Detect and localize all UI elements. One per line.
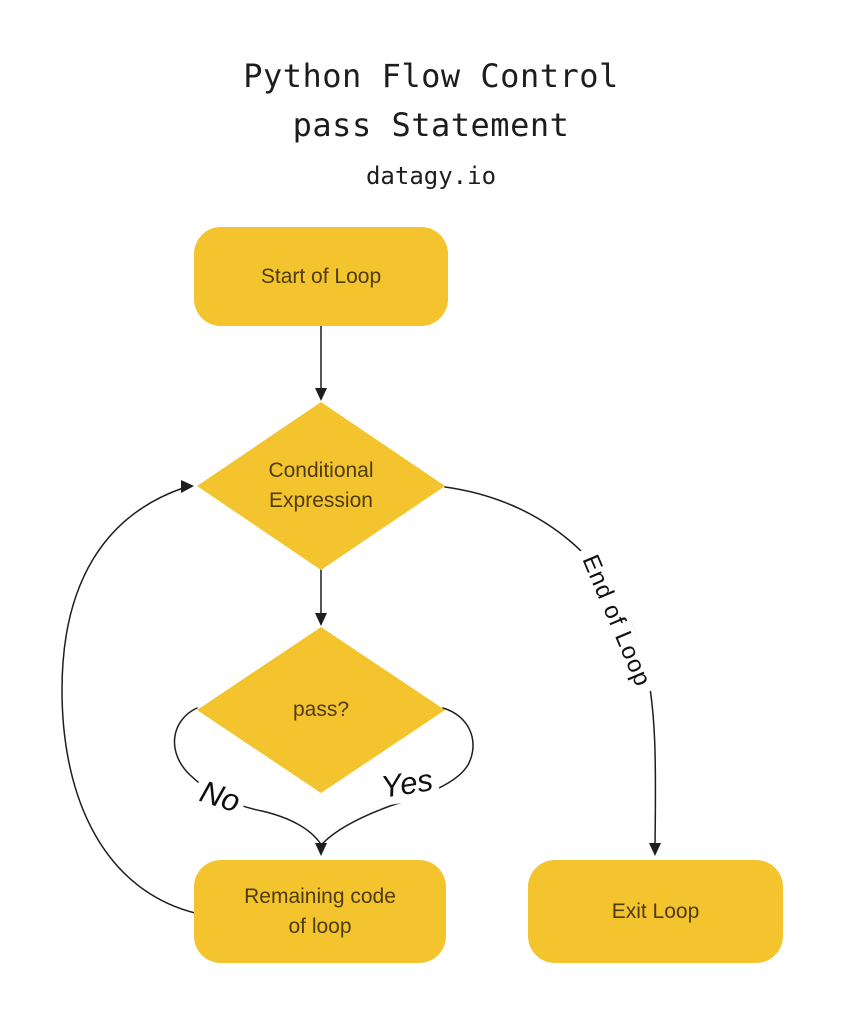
arrowhead-into-remaining-code (315, 843, 327, 856)
node-conditional-expression-line-2: Expression (269, 489, 373, 512)
page-title: Python Flow Control pass Statement (0, 52, 862, 150)
page-title-line-2: pass Statement (292, 106, 570, 144)
node-exit-loop: Exit Loop (528, 860, 783, 963)
node-remaining-code-line-1: Remaining code (244, 884, 396, 908)
page-title-line-1: Python Flow Control (243, 57, 619, 95)
arrowhead-start-to-conditional (315, 388, 327, 401)
arrowhead-loopback (181, 480, 194, 493)
edge-yes-branch (322, 707, 474, 844)
node-remaining-code: Remaining code of loop (194, 860, 446, 963)
site-credit: datagy.io (365, 162, 497, 190)
arrowhead-into-exit-loop (649, 843, 661, 856)
edge-loopback (61, 487, 196, 914)
node-exit-loop-label: Exit Loop (611, 899, 700, 923)
node-pass-check-label: pass? (292, 698, 350, 721)
node-start-of-loop: Start of Loop (194, 227, 448, 326)
node-conditional-expression-line-1: Conditional (268, 459, 374, 482)
arrowhead-conditional-to-pass (315, 613, 327, 626)
node-start-of-loop-label: Start of Loop (260, 264, 382, 288)
node-remaining-code-line-2: of loop (288, 914, 352, 938)
